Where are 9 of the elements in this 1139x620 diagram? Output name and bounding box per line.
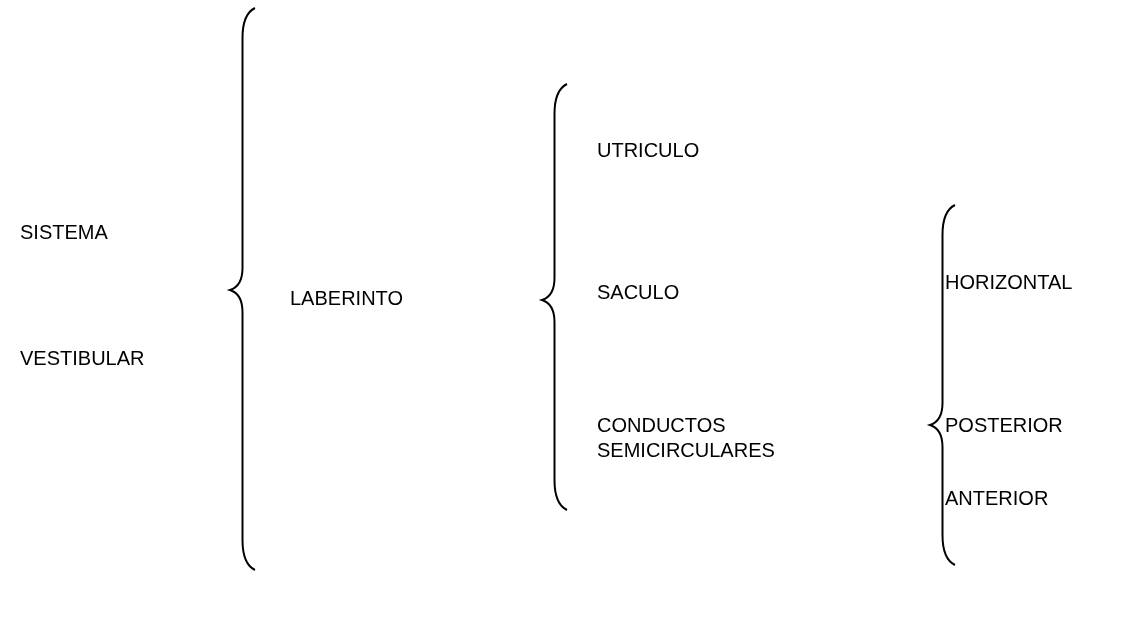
category-label: LABERINTO <box>290 285 404 311</box>
category-label: VESTIBULAR <box>20 345 146 371</box>
category-label: ANTERIOR <box>945 485 1050 511</box>
category-label: CONDUCTOS SEMICIRCULARES <box>597 413 776 463</box>
category-label: SACULO <box>597 279 681 305</box>
category-label: SISTEMA <box>20 219 109 245</box>
category-label: UTRICULO <box>597 137 701 163</box>
category-label: HORIZONTAL <box>945 269 1074 295</box>
category-label: POSTERIOR <box>945 412 1064 438</box>
